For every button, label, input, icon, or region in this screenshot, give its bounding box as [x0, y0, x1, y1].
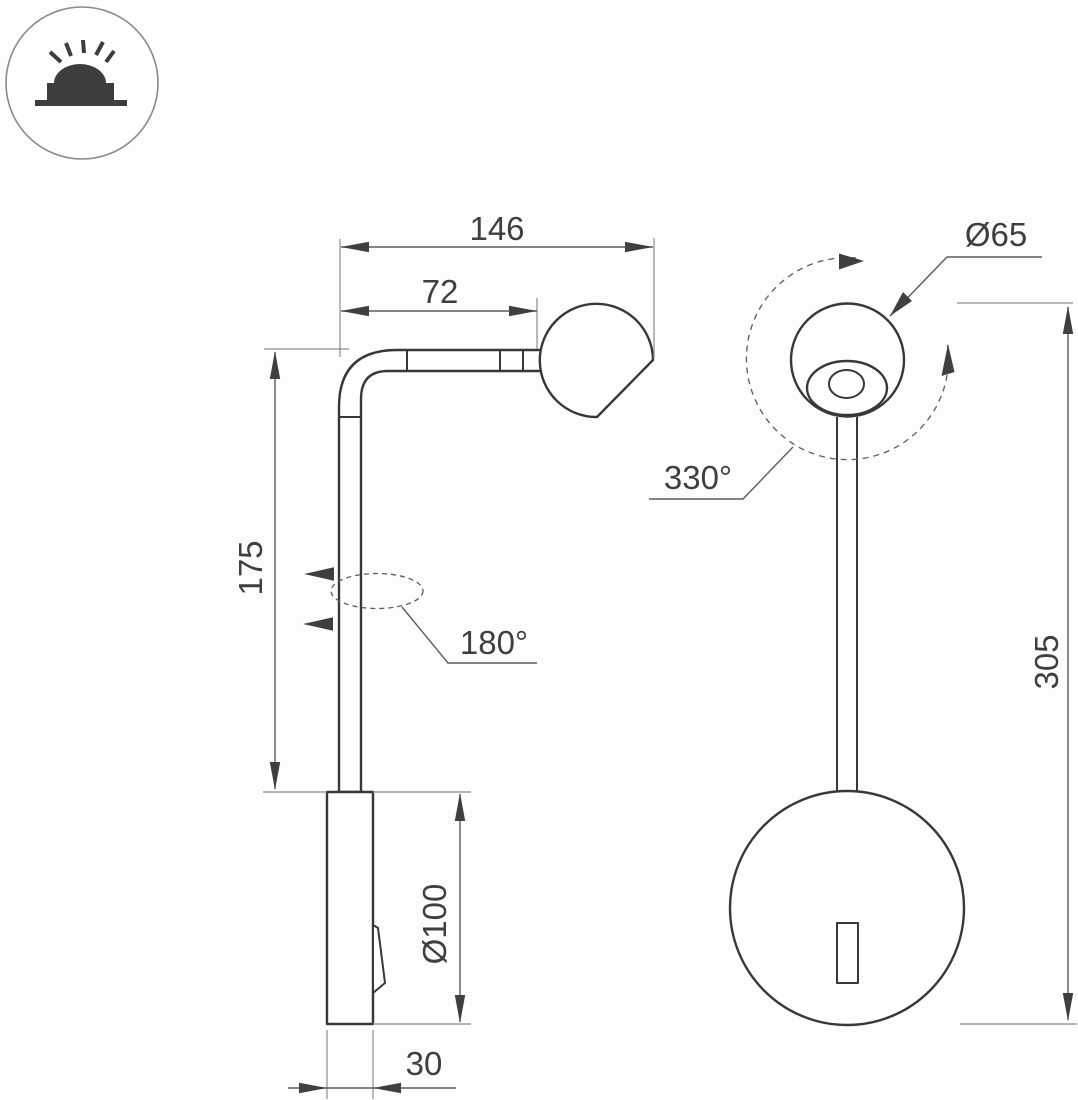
side-view — [325, 302, 655, 1026]
lens-outer — [805, 359, 889, 417]
rotation-arrow-top — [839, 253, 864, 270]
dim-head-diameter: Ø65 — [889, 216, 1042, 317]
arrowhead — [341, 305, 369, 317]
dim-arm-length: 72 — [341, 273, 538, 349]
dim-label-overall-width: 146 — [469, 210, 524, 247]
arrowhead — [1062, 306, 1074, 334]
arrowhead — [269, 762, 281, 790]
arrowhead — [1062, 993, 1074, 1021]
rotation-arrow-lower — [303, 617, 333, 631]
rotation-arrow-upper — [304, 567, 334, 581]
leader-line-330 — [649, 446, 794, 500]
arrowhead — [625, 241, 653, 253]
dim-stem-height: 175 — [232, 348, 349, 793]
dim-label-arm-length: 72 — [422, 273, 459, 310]
dim-label-overall-height: 305 — [1028, 634, 1065, 689]
arrowhead — [299, 1082, 327, 1094]
front-view — [728, 302, 966, 1027]
leader-line-180 — [401, 606, 537, 664]
arm-and-stem-tube — [337, 348, 543, 794]
lamp-dome — [54, 64, 106, 83]
rotation-arrow-right — [941, 344, 955, 376]
dim-base-diameter: Ø100 — [373, 791, 471, 1025]
arrowhead — [269, 351, 281, 379]
wall-base-front — [728, 789, 966, 1027]
lamp-base — [35, 100, 127, 106]
dim-label-head-swivel: 330° — [664, 459, 732, 496]
light-rays — [48, 39, 116, 64]
rotation-ellipse-180 — [330, 572, 424, 610]
rotation-180: 180° — [303, 567, 537, 664]
power-switch-front — [836, 922, 859, 984]
arrowhead — [454, 793, 466, 821]
dim-label-stem-swivel: 180° — [460, 624, 528, 661]
arrowhead — [341, 241, 369, 253]
wall-base-side — [325, 790, 375, 1026]
surface-light-icon — [5, 6, 159, 160]
leader-line-head-diameter — [889, 256, 1042, 317]
dim-label-base-depth: 30 — [406, 1045, 443, 1082]
dim-label-head-diameter: Ø65 — [965, 216, 1027, 253]
power-switch-side — [372, 924, 386, 994]
lamp-head-side — [538, 302, 655, 419]
arrowhead — [454, 995, 466, 1023]
dim-overall-height: 305 — [957, 302, 1077, 1025]
lamp-body — [47, 83, 114, 102]
lens-inner — [828, 369, 865, 399]
rotation-330: 330° — [649, 253, 955, 500]
dim-base-depth: 30 — [288, 1030, 456, 1099]
dim-overall-width: 146 — [339, 210, 655, 359]
dim-label-base-diameter: Ø100 — [416, 884, 453, 965]
arrowhead — [373, 1082, 401, 1094]
dim-label-stem-height: 175 — [232, 540, 269, 595]
arrowhead — [509, 305, 537, 317]
rotation-arc-330 — [745, 256, 950, 461]
arrowhead — [890, 292, 912, 316]
